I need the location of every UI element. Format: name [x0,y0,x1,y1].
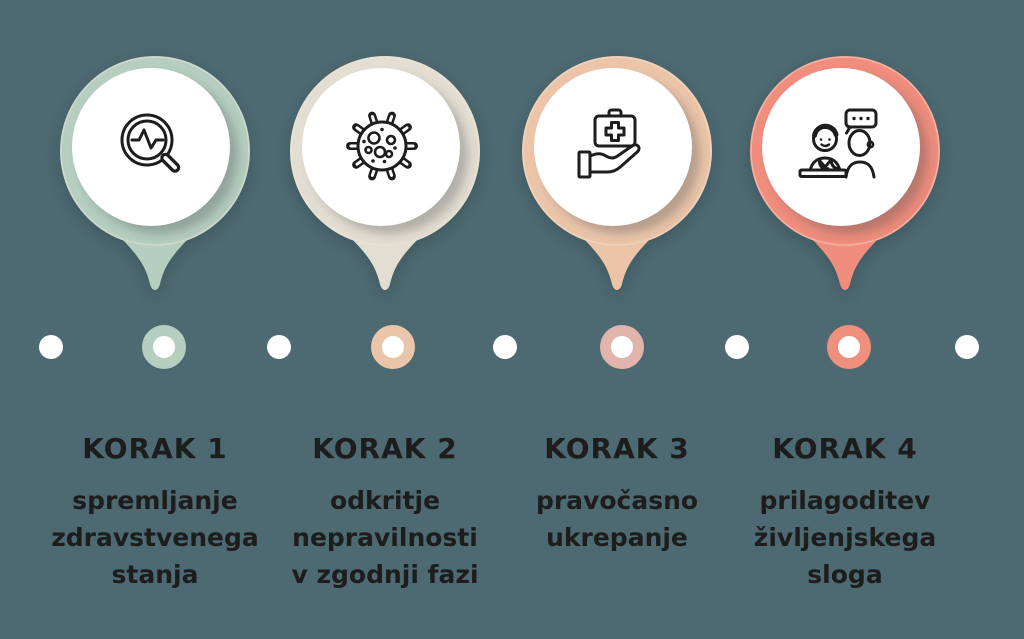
step-description: spremljanje zdravstvenega stanja [51,486,259,589]
step-text-1: KORAK 1 spremljanje zdravstvenega stanja [35,432,275,593]
doctor-patient-icon [798,108,878,179]
timeline-dot-small [493,335,517,359]
timeline-dot-small [955,335,979,359]
step-pin-2 [285,54,485,294]
timeline-dot-small [267,335,291,359]
step-title: KORAK 3 [544,432,690,465]
step-pin-4 [745,54,945,294]
timeline-dot-small [39,335,63,359]
step-description: prilagoditev življenjskega sloga [753,486,937,589]
timeline-dot-step-1 [142,325,186,369]
step-pin-1 [55,54,255,294]
step-description: odkritje nepravilnosti v zgodnji fazi [291,486,479,589]
magnifier-pulse-icon [120,113,181,173]
timeline-dot-small [725,335,749,359]
step-text-4: KORAK 4 prilagoditev življenjskega sloga [725,432,965,593]
step-title: KORAK 4 [772,432,918,465]
step-pin-3 [517,54,717,294]
step-description: pravočasno ukrepanje [535,486,699,552]
timeline-dot-step-2 [371,325,415,369]
virus-icon [346,111,418,181]
timeline-dot-step-4 [827,325,871,369]
step-text-3: KORAK 3 pravočasno ukrepanje [497,432,737,556]
step-text-2: KORAK 2 odkritje nepravilnosti v zgodnji… [265,432,505,593]
step-title: KORAK 1 [82,432,228,465]
timeline-dot-step-3 [600,325,644,369]
first-aid-hand-icon [577,108,641,179]
step-title: KORAK 2 [312,432,458,465]
